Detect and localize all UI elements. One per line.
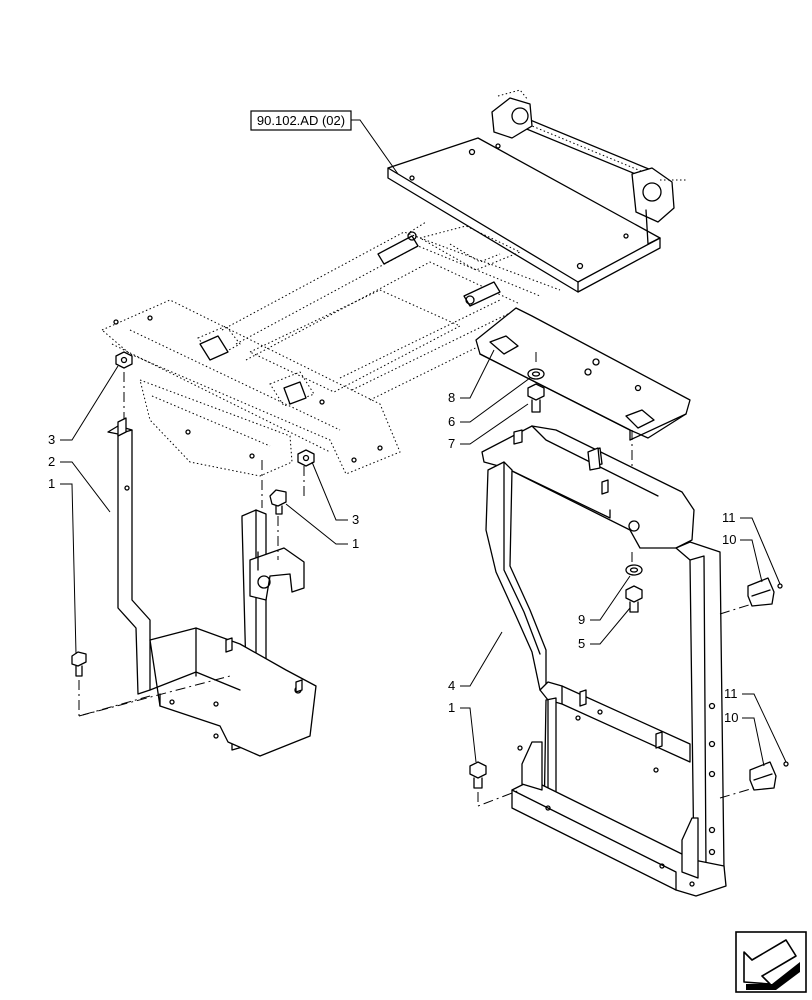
callout-10-bottom: 10 bbox=[724, 710, 738, 725]
right-frame-assembly bbox=[469, 307, 789, 897]
callout-1-mid: 1 bbox=[352, 536, 359, 551]
callout-leaders bbox=[60, 349, 787, 767]
callout-3-left: 3 bbox=[48, 432, 55, 447]
left-frame-assembly bbox=[71, 351, 317, 757]
callout-3-mid: 3 bbox=[352, 512, 359, 527]
callout-11-bottom: 11 bbox=[724, 686, 738, 701]
callout-4: 4 bbox=[448, 678, 455, 693]
reference-label-text: 90.102.AD (02) bbox=[257, 113, 345, 128]
callout-10-top: 10 bbox=[722, 532, 736, 547]
callout-1-right: 1 bbox=[448, 700, 455, 715]
callout-2: 2 bbox=[48, 454, 55, 469]
reference-label-box[interactable]: 90.102.AD (02) bbox=[250, 110, 352, 131]
callout-labels: 3 2 1 3 1 8 6 7 9 5 4 1 11 10 11 10 bbox=[48, 390, 738, 725]
callout-9: 9 bbox=[578, 612, 585, 627]
callout-1-left: 1 bbox=[48, 476, 55, 491]
callout-7: 7 bbox=[448, 436, 455, 451]
previous-page-arrow-icon[interactable] bbox=[735, 931, 807, 993]
callout-5: 5 bbox=[578, 636, 585, 651]
callout-8: 8 bbox=[448, 390, 455, 405]
callout-6: 6 bbox=[448, 414, 455, 429]
callout-11-top: 11 bbox=[722, 510, 736, 525]
upper-platform-assembly bbox=[101, 89, 686, 477]
